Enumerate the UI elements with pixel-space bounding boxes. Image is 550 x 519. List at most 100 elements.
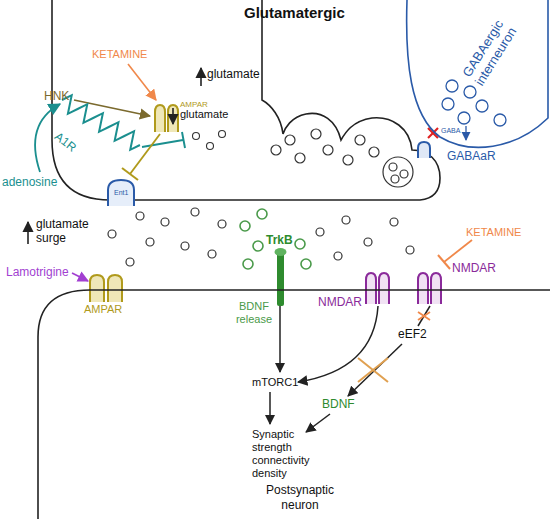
blocked-cross xyxy=(418,312,430,320)
nmda-receptor xyxy=(379,273,389,304)
glutamate-dot xyxy=(334,252,342,260)
bdnf-vesicle xyxy=(257,209,267,219)
ampa-receptor xyxy=(90,275,122,302)
drug-label: Lamotrigine xyxy=(6,266,69,280)
synaptic-vesicle xyxy=(323,145,333,155)
inhibition-bar xyxy=(122,168,138,180)
blocked-cross xyxy=(428,128,438,138)
receptor-label: TrkB xyxy=(266,234,293,248)
neurotransmitter-label: glutamate surge xyxy=(36,218,98,246)
presynaptic-terminal xyxy=(52,0,440,200)
glutamate-dot xyxy=(316,228,324,236)
decrease-arrow xyxy=(465,126,466,140)
receptor-label: NMDAR xyxy=(452,262,496,276)
nmda-receptor xyxy=(431,273,441,304)
drug-label: KETAMINE xyxy=(466,226,521,239)
protein-label: mTORC1 xyxy=(252,376,298,389)
synaptic-vesicle xyxy=(295,153,305,163)
bdnf-vesicle xyxy=(240,209,311,269)
diagram-title: Glutamatergic xyxy=(244,4,345,21)
lamotrigine-arrow xyxy=(72,273,88,281)
neurotransmitter-label: glutamate xyxy=(180,108,228,121)
ampa-receptor xyxy=(108,275,122,302)
molecule-label: BDNF xyxy=(322,398,355,412)
protein-label: eEF2 xyxy=(398,328,427,342)
synaptic-vesicle xyxy=(355,135,365,145)
synaptic-vesicle xyxy=(271,129,413,187)
postsynaptic-neuron: Postsynaptic neuron xyxy=(0,282,550,519)
gaba-vesicle xyxy=(458,112,470,124)
gabaa-receptor xyxy=(418,142,430,158)
inhibition-line xyxy=(142,140,183,147)
glutamate-dot xyxy=(193,133,200,140)
blocked-cross xyxy=(418,312,430,320)
node-outline xyxy=(407,0,548,147)
glutamate-dot xyxy=(193,131,226,150)
bdnf-vesicle xyxy=(295,239,305,249)
glutamate-dot xyxy=(342,216,350,224)
node-outline xyxy=(38,290,550,519)
gaba-vesicle xyxy=(442,98,454,110)
neurotransmitter-label: glutamate xyxy=(207,68,260,82)
glutamate-dot xyxy=(219,131,226,138)
increase-arrow xyxy=(200,68,202,86)
decrease-arrow xyxy=(172,108,174,124)
ampa-receptor xyxy=(155,105,178,132)
synaptic-vesicle xyxy=(285,135,295,145)
nmda-receptor xyxy=(418,273,428,304)
blocked-cross xyxy=(358,358,388,382)
trkb-receptor xyxy=(275,248,287,256)
transporter-label: Ent1 xyxy=(114,189,128,197)
bdnf-vesicle xyxy=(301,259,311,269)
molecule-label: adenosine xyxy=(2,176,57,190)
synaptic-vesicle xyxy=(400,170,408,178)
drug-label: KETAMINE xyxy=(92,48,147,61)
bdnf-vesicle xyxy=(240,221,250,231)
synaptic-vesicle xyxy=(311,129,321,139)
receptor-label: A1R xyxy=(52,130,79,155)
synaptic-vesicle xyxy=(343,155,353,165)
inhibition-line xyxy=(444,240,472,262)
blocked-cross xyxy=(428,128,438,138)
molecule-label: BDNF release xyxy=(232,300,276,325)
increase-arrow xyxy=(27,222,29,244)
gaba-vesicle xyxy=(446,80,458,92)
synaptic-vesicle xyxy=(271,145,281,155)
synaptic-vesicle xyxy=(369,147,379,157)
trkb-receptor xyxy=(277,252,284,306)
inhibition-bar xyxy=(182,132,185,148)
bdnf-vesicle xyxy=(243,259,253,269)
glutamate-dot xyxy=(136,212,144,220)
ent1-transporter xyxy=(108,180,134,206)
glutamate-dot xyxy=(181,242,189,250)
signal-arrow xyxy=(269,392,271,424)
receptor-label: GABAaR xyxy=(447,150,496,164)
glutamate-dot xyxy=(146,238,154,246)
nmda-receptor xyxy=(366,273,441,304)
glutamate-dot xyxy=(161,218,169,226)
interneuron-terminal: GABAergic interneuron xyxy=(405,0,550,158)
drug-label: HNK xyxy=(44,90,69,104)
receptor-label: NMDAR xyxy=(318,296,362,310)
glutamate-dot xyxy=(390,218,398,226)
ampa-receptor xyxy=(168,105,178,132)
blocked-cross xyxy=(358,358,388,382)
neurotransmitter-label: GABA xyxy=(441,127,460,135)
blocked-cross xyxy=(358,358,388,382)
signal-arrow xyxy=(279,306,281,372)
signal-arrow xyxy=(348,344,402,396)
ampa-receptor xyxy=(155,105,165,132)
glutamate-dot xyxy=(126,258,134,266)
nmda-receptor xyxy=(366,273,376,304)
synaptic-vesicle xyxy=(391,175,399,183)
glutamate-dot xyxy=(208,250,216,258)
glutamate-dot xyxy=(207,143,214,150)
receptor-label: AMPAR xyxy=(84,303,122,316)
node-label: Postsynaptic neuron xyxy=(250,483,350,513)
glutamate-dot xyxy=(191,208,199,216)
glutamate-dot xyxy=(364,238,372,246)
synaptic-vesicle xyxy=(383,157,413,187)
